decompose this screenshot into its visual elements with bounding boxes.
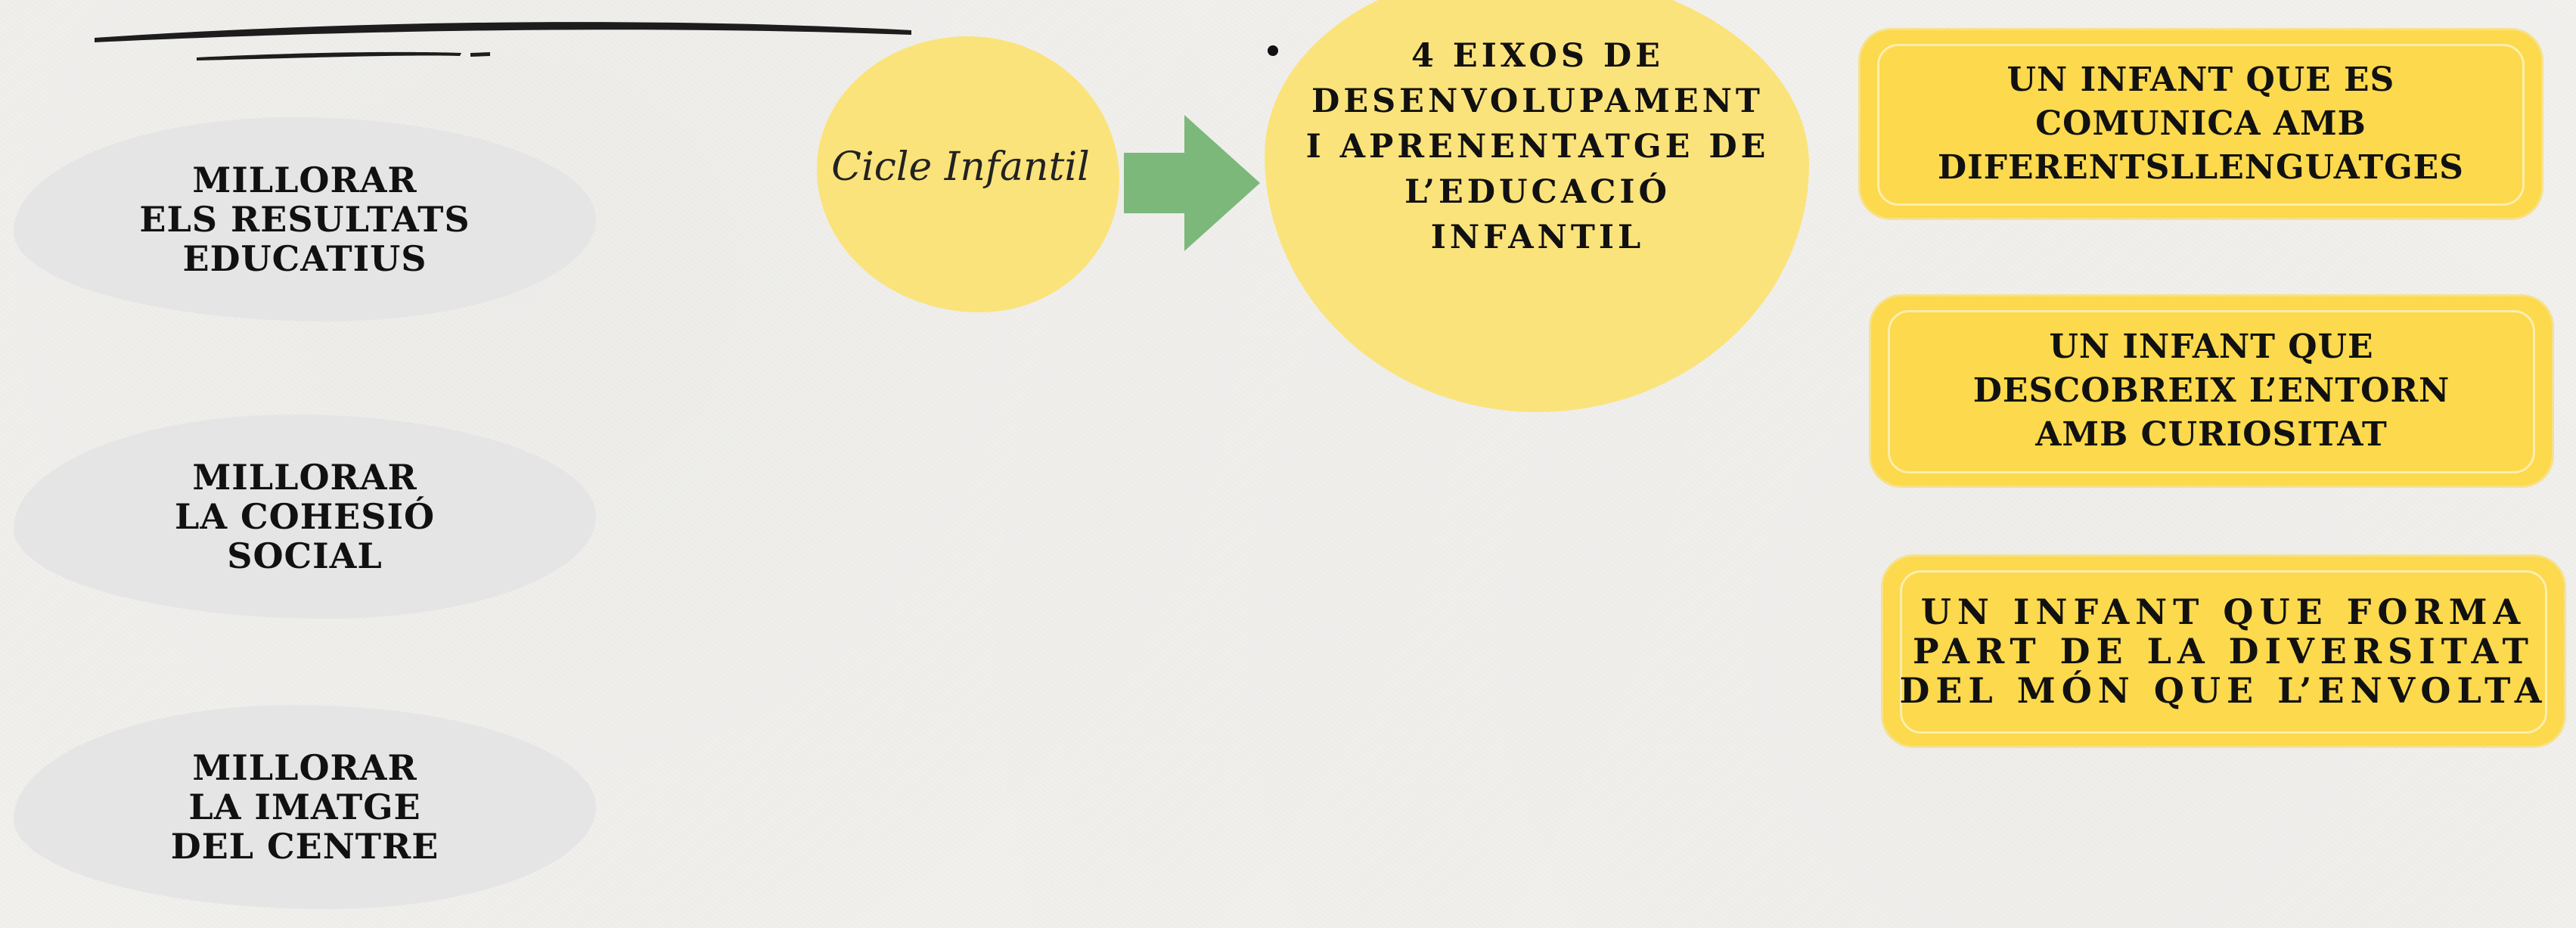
axis-box-diversity: UN INFANT QUE FORMA PART DE LA DIVERSITA…	[1883, 557, 2564, 746]
goal-cohesion-text: MILLORAR LA COHESIÓ SOCIAL	[174, 457, 436, 576]
bullet-icon	[1268, 45, 1278, 56]
goal-results-text: MILLORAR ELS RESULTATS EDUCATIUS	[139, 160, 470, 279]
goal-image-blob: MILLORAR LA IMATGE DEL CENTRE	[14, 705, 596, 909]
goal-results-blob: MILLORAR ELS RESULTATS EDUCATIUS	[14, 117, 596, 321]
axes-blob	[1265, 0, 1809, 412]
axis-box-environment-text: UN INFANT QUE DESCOBREIX L’ENTORN AMB CU…	[1972, 327, 2450, 454]
axis-box-diversity-text: UN INFANT QUE FORMA PART DE LA DIVERSITA…	[1899, 591, 2548, 711]
cycle-label: Cicle Infantil	[831, 144, 1090, 190]
axis-box-languages: UN INFANT QUE ES COMUNICA AMB DIFERENTSL…	[1861, 30, 2541, 218]
brush-stroke-decoration	[95, 22, 911, 61]
axis-box-languages-text: UN INFANT QUE ES COMUNICA AMB DIFERENTSL…	[1938, 61, 2464, 187]
goal-image-text: MILLORAR LA IMATGE DEL CENTRE	[170, 747, 439, 867]
axes-title: 4 EIXOS DE DESENVOLUPAMENT I APRENENTATG…	[1305, 37, 1770, 256]
goal-cohesion-blob: MILLORAR LA COHESIÓ SOCIAL	[14, 414, 596, 619]
cycle-blob: Cicle Infantil	[817, 36, 1119, 312]
right-arrow-icon	[1124, 115, 1260, 251]
axis-box-environment: UN INFANT QUE DESCOBREIX L’ENTORN AMB CU…	[1871, 296, 2552, 486]
